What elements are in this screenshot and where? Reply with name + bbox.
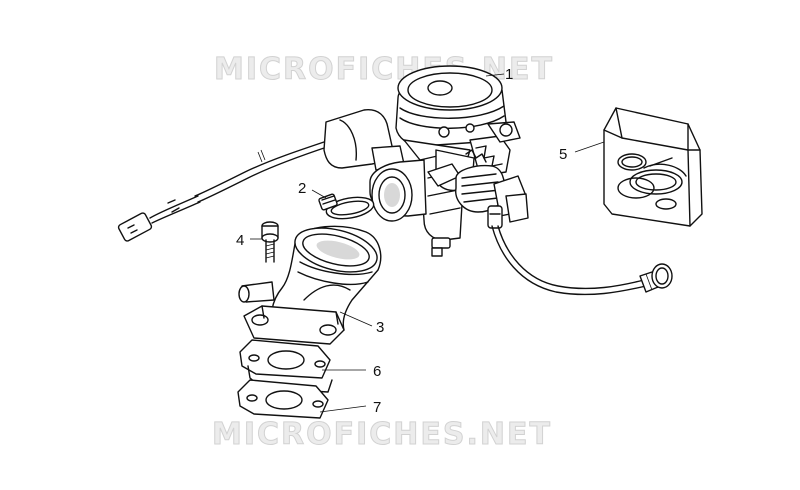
leader-lines [250, 73, 605, 413]
callout-5: 5 [559, 146, 567, 163]
gasket-lower [237, 379, 329, 419]
bolt [261, 221, 279, 263]
throttle-cable [117, 139, 331, 242]
callout-3: 3 [376, 319, 384, 336]
carburetor-assembly [369, 65, 529, 257]
watermark-top: MICROFICHES.NET [214, 52, 554, 87]
callout-labels: 1 2 3 4 5 6 7 [236, 66, 567, 416]
gasket-kit [603, 107, 703, 227]
watermark-bottom: MICROFICHES.NET [212, 417, 552, 452]
callout-7: 7 [373, 399, 381, 416]
intake-manifold [238, 225, 382, 345]
callout-1: 1 [505, 66, 513, 83]
callout-6: 6 [373, 363, 381, 380]
cable-housing [323, 109, 405, 171]
callout-2: 2 [298, 180, 306, 197]
callout-4: 4 [236, 232, 244, 249]
hose-clamp [318, 193, 375, 220]
fuel-hose [491, 225, 673, 296]
